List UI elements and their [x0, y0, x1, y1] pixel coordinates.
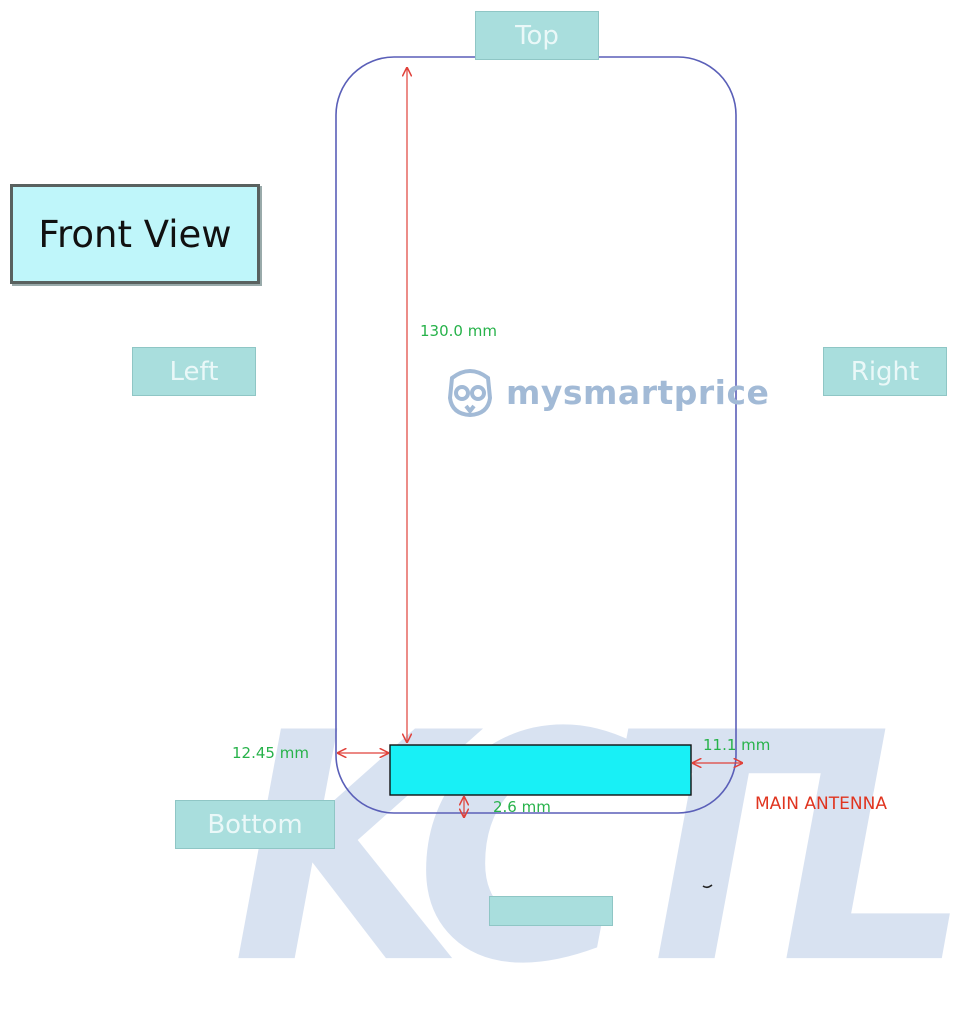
right-label: Right [823, 347, 947, 396]
stray-mark [702, 884, 713, 889]
height-dimension-text: 130.0 mm [420, 322, 497, 340]
bottom-offset-dimension-text: 2.6 mm [493, 798, 551, 816]
mysmartprice-watermark: mysmartprice [506, 373, 770, 412]
left-offset-dimension-text: 12.45 mm [232, 744, 309, 762]
owl-icon [447, 369, 493, 418]
antenna-diagram: KCTL Top Left Right Bott [10, 11, 960, 1007]
main-antenna-label: MAIN ANTENNA [755, 794, 887, 814]
main-antenna-block [389, 744, 692, 796]
left-label: Left [132, 347, 256, 396]
top-label: Top [475, 11, 599, 60]
partial-label-box [489, 896, 613, 926]
bottom-label: Bottom [175, 800, 335, 849]
front-view-title: Front View [10, 184, 260, 284]
right-offset-dimension-text: 11.1 mm [703, 736, 771, 754]
device-outline [335, 56, 737, 814]
drawing-canvas [335, 56, 960, 889]
